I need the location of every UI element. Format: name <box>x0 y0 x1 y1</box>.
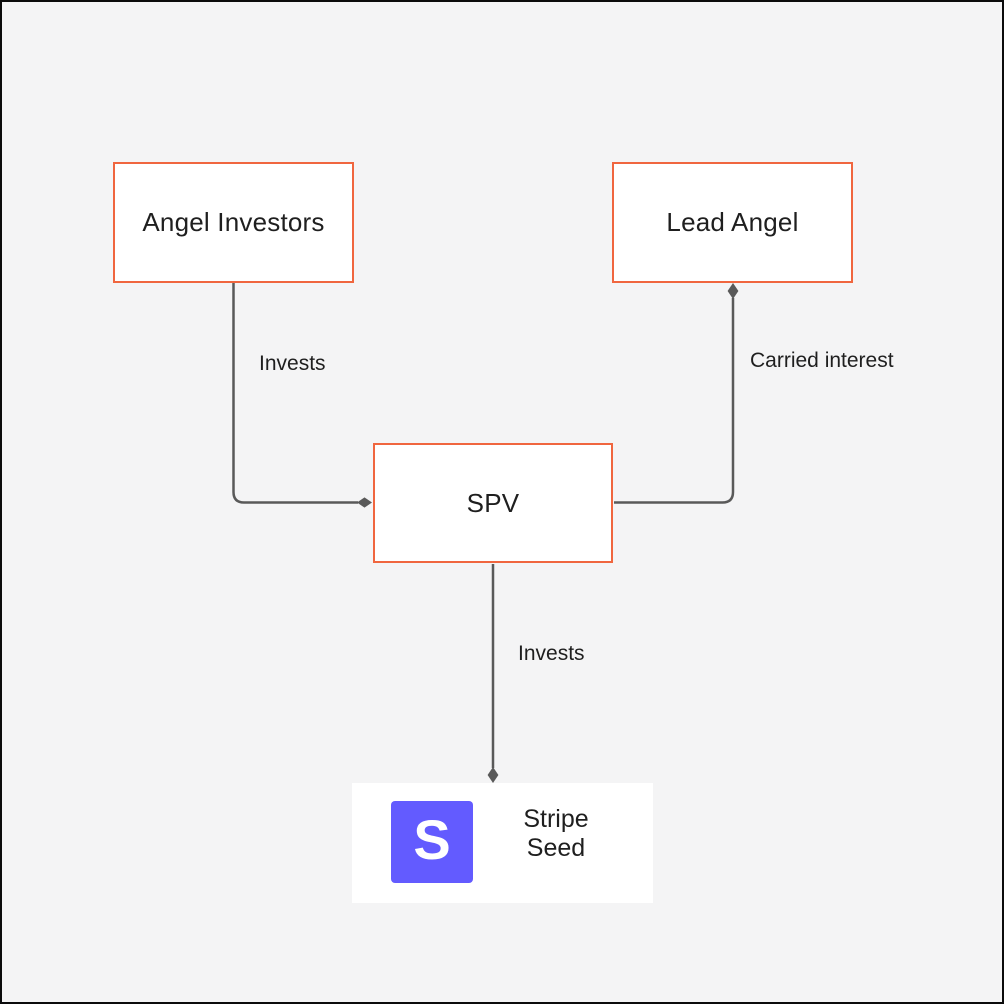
diamond-arrowhead-stripe-seed <box>487 767 499 783</box>
node-lead-angel-label: Lead Angel <box>666 207 799 237</box>
stripe-logo-letter: S <box>413 808 451 871</box>
stripe-seed-label-line1: Stripe <box>523 805 589 833</box>
node-spv-label: SPV <box>466 487 520 518</box>
node-angel-investors: Angel Investors <box>113 162 354 283</box>
node-stripe-seed-label: Stripe Seed <box>491 805 621 863</box>
node-lead-angel: Lead Angel <box>612 162 853 283</box>
diamond-arrowhead-lead-angel <box>727 283 739 299</box>
stripe-seed-label-line2: Seed <box>526 834 586 862</box>
diamond-arrowhead-spv-left <box>357 497 372 508</box>
stripe-logo-icon: S <box>391 801 473 883</box>
edge-label-invests-bottom: Invests <box>518 642 585 665</box>
connector-angel-investors-to-spv <box>232 283 358 504</box>
node-spv: SPV <box>373 443 613 563</box>
connector-spv-to-lead-angel <box>614 298 735 504</box>
edge-label-carried-interest: Carried interest <box>750 349 894 372</box>
edge-label-invests-left: Invests <box>259 352 326 375</box>
node-stripe-seed: S Stripe Seed <box>352 783 653 903</box>
node-angel-investors-label: Angel Investors <box>142 207 325 237</box>
